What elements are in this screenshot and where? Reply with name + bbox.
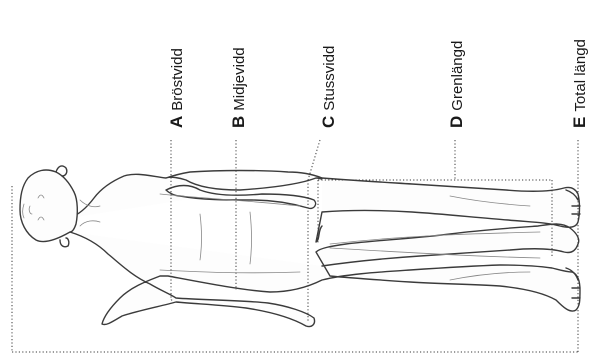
label-b-letter: B <box>229 116 248 128</box>
svg-text:ETotal längd: E Total längd <box>570 39 589 128</box>
label-c-letter: C <box>319 116 338 128</box>
label-e: E Total längd <box>570 39 589 128</box>
label-c-text: Stussvidd <box>321 46 338 111</box>
label-e-letter: E <box>570 117 589 128</box>
head-outline <box>20 170 77 242</box>
label-a: A Bröstvidd <box>167 48 186 128</box>
svg-text:CStussvidd: C Stussvidd <box>319 46 338 128</box>
label-c: C Stussvidd <box>319 46 338 128</box>
svg-text:BMidjevidd: B Midjevidd <box>229 47 248 128</box>
label-b: B Midjevidd <box>229 47 248 128</box>
human-figure <box>20 166 580 327</box>
svg-text:ABröstvidd: A Bröstvidd <box>167 48 186 128</box>
label-a-letter: A <box>167 116 186 128</box>
body-outline <box>70 171 580 327</box>
svg-text:DGrenlängd: D Grenlängd <box>447 41 466 128</box>
label-a-text: Bröstvidd <box>169 48 186 111</box>
label-d-letter: D <box>447 116 466 128</box>
label-d: D Grenlängd <box>447 41 466 128</box>
ear-bottom <box>60 238 69 247</box>
label-d-text: Grenlängd <box>449 41 466 111</box>
label-b-text: Midjevidd <box>231 47 248 110</box>
label-e-text: Total längd <box>572 39 589 112</box>
